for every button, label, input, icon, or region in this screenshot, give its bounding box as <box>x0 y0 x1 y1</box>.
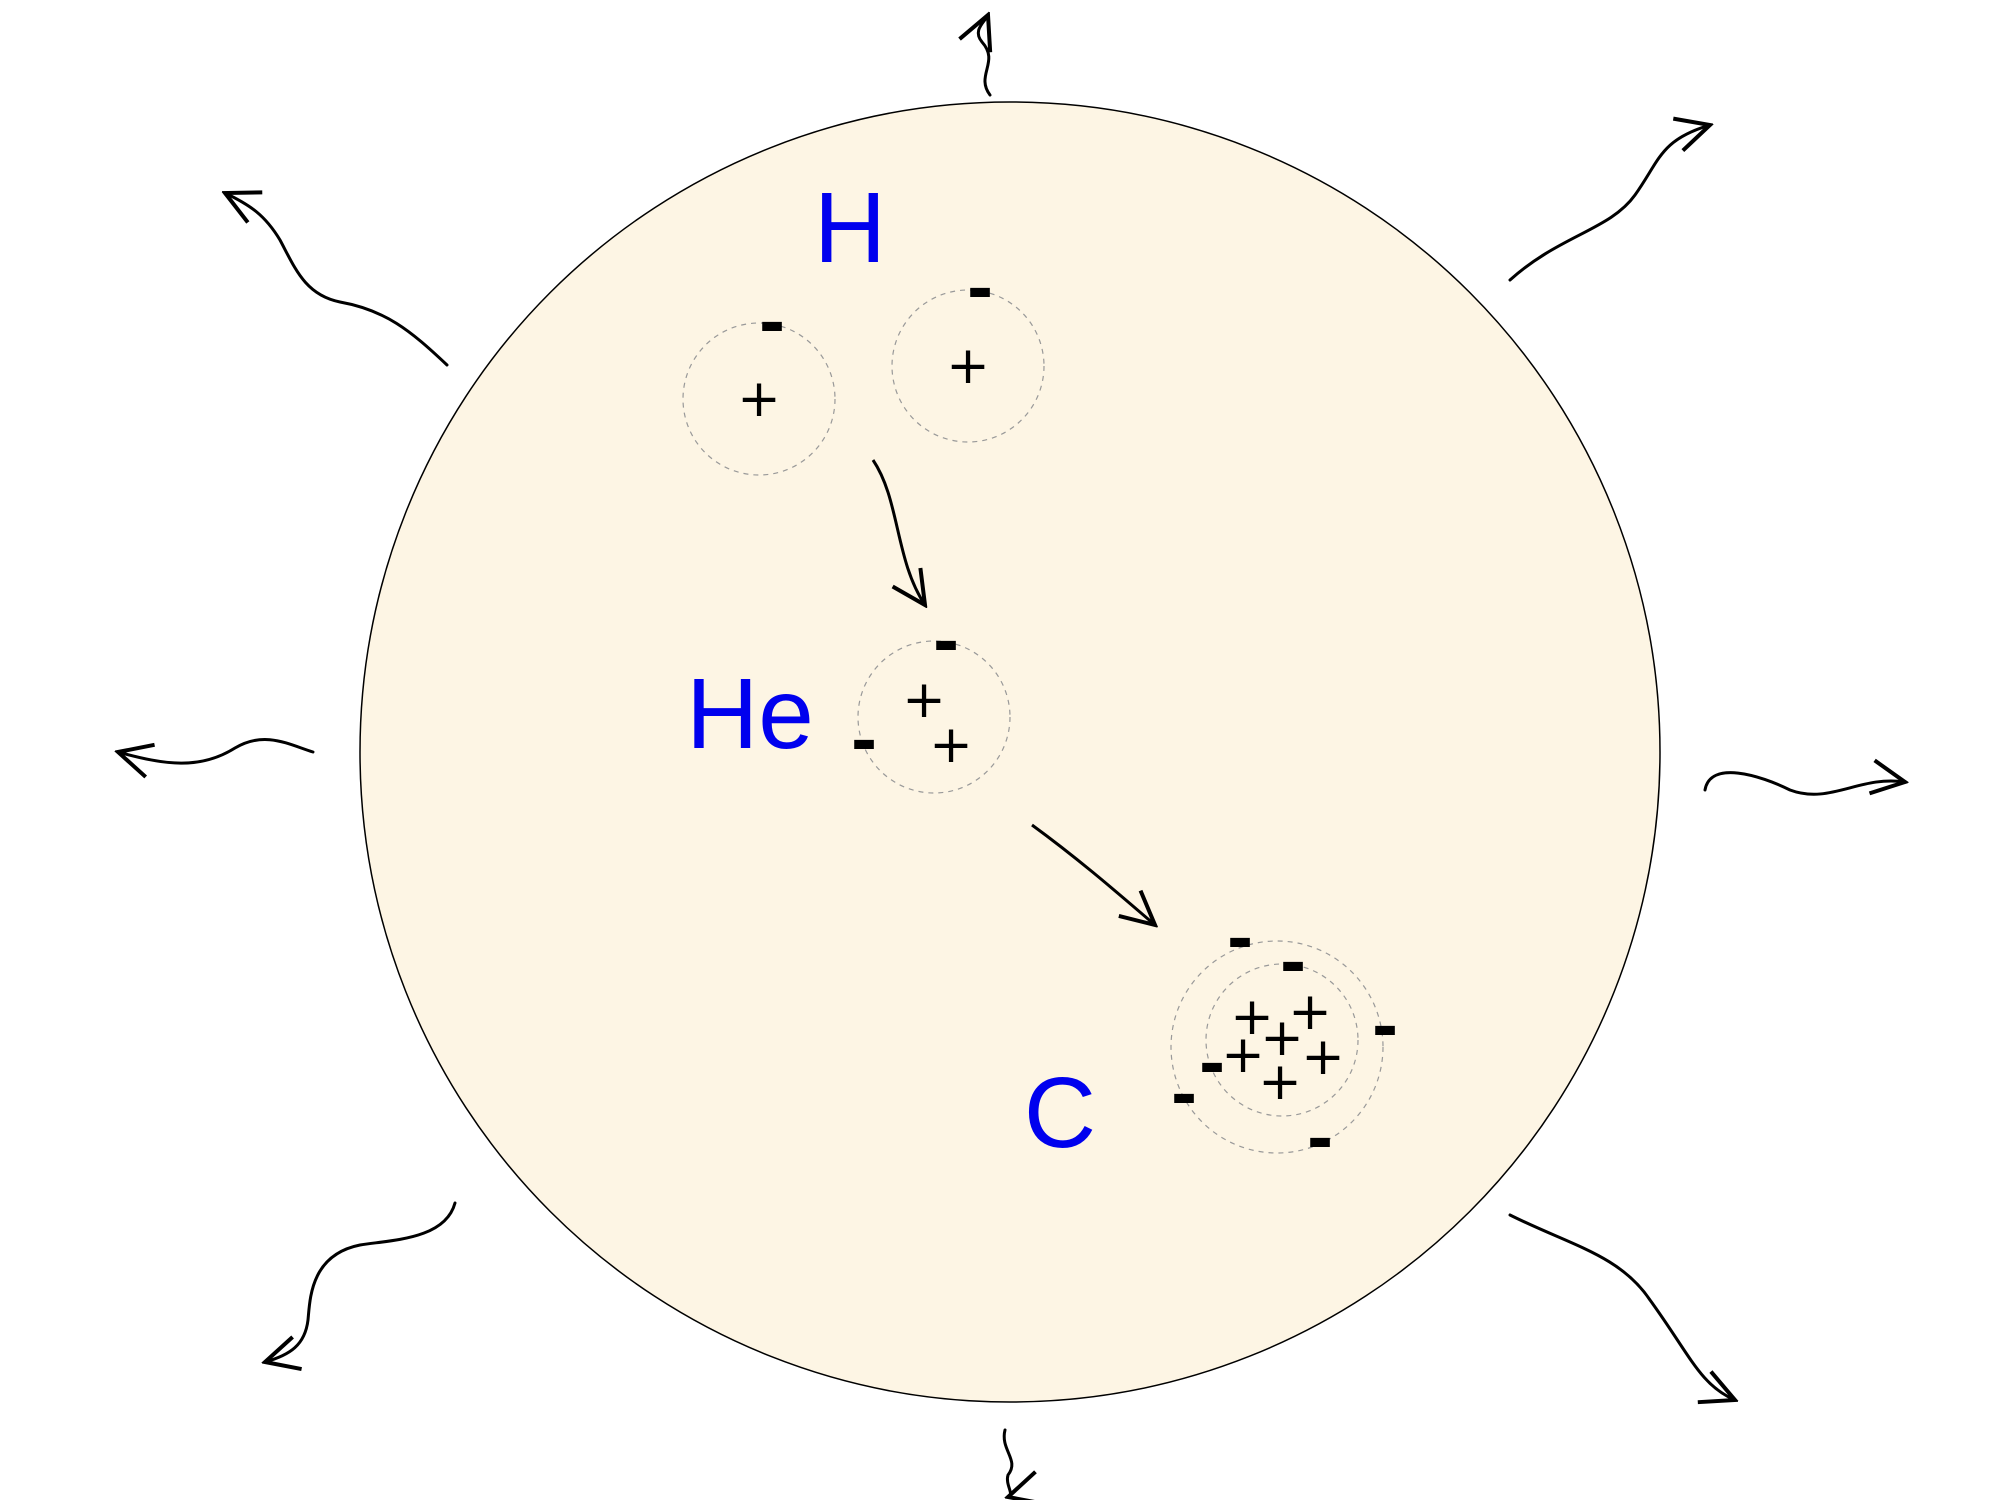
electron-shell <box>891 289 1045 443</box>
outer-electron-shell <box>1170 940 1384 1154</box>
electron: - <box>1199 1028 1226 1102</box>
electron: - <box>759 287 786 361</box>
electron-shell <box>857 640 1011 794</box>
hydrogen-atom-1: + - <box>682 287 836 476</box>
electron-shell <box>682 322 836 476</box>
fusion-arrow-he-to-c-icon <box>1031 823 1155 925</box>
proton: + <box>902 670 946 730</box>
proton: + <box>1301 1027 1345 1087</box>
proton: + <box>737 369 781 429</box>
electron: - <box>1372 991 1399 1065</box>
radiation-arrow-top-left-icon <box>225 193 449 367</box>
fusion-arrow-h-to-he-icon <box>871 459 925 605</box>
electron: - <box>1280 927 1307 1001</box>
electron: - <box>1171 1059 1198 1133</box>
proton: + <box>1258 1052 1302 1112</box>
proton: + <box>946 336 990 396</box>
electron: - <box>967 253 994 327</box>
electron: - <box>933 606 960 680</box>
electron: - <box>1227 903 1254 977</box>
hydrogen-atom-2: + - <box>891 253 1045 443</box>
radiation-arrow-bottom-right-icon <box>1508 1213 1735 1400</box>
carbon-atom: + + + + + + - - - - - - <box>1170 903 1399 1177</box>
proton: + <box>929 715 973 775</box>
helium-atom: + + - - <box>851 606 1011 794</box>
proton: + <box>1221 1025 1265 1085</box>
helium-label: He <box>686 658 814 770</box>
radiation-arrow-left-icon <box>118 738 315 763</box>
electron: - <box>851 705 878 779</box>
electron: - <box>1307 1103 1334 1177</box>
radiation-arrow-bottom-icon <box>1002 1428 1012 1497</box>
carbon-label: C <box>1024 1057 1096 1169</box>
proton: + <box>1260 1008 1304 1068</box>
radiation-arrow-right-icon <box>1703 773 1905 796</box>
radiation-arrow-bottom-left-icon <box>265 1201 457 1362</box>
proton: + <box>1288 982 1332 1042</box>
radiation-arrows <box>118 15 1905 1497</box>
star-body <box>359 101 1661 1403</box>
radiation-arrow-top-icon <box>978 15 990 97</box>
proton: + <box>1230 987 1274 1047</box>
hydrogen-label: H <box>814 172 886 284</box>
inner-electron-shell <box>1205 963 1359 1117</box>
radiation-arrow-top-right-icon <box>1508 125 1710 282</box>
